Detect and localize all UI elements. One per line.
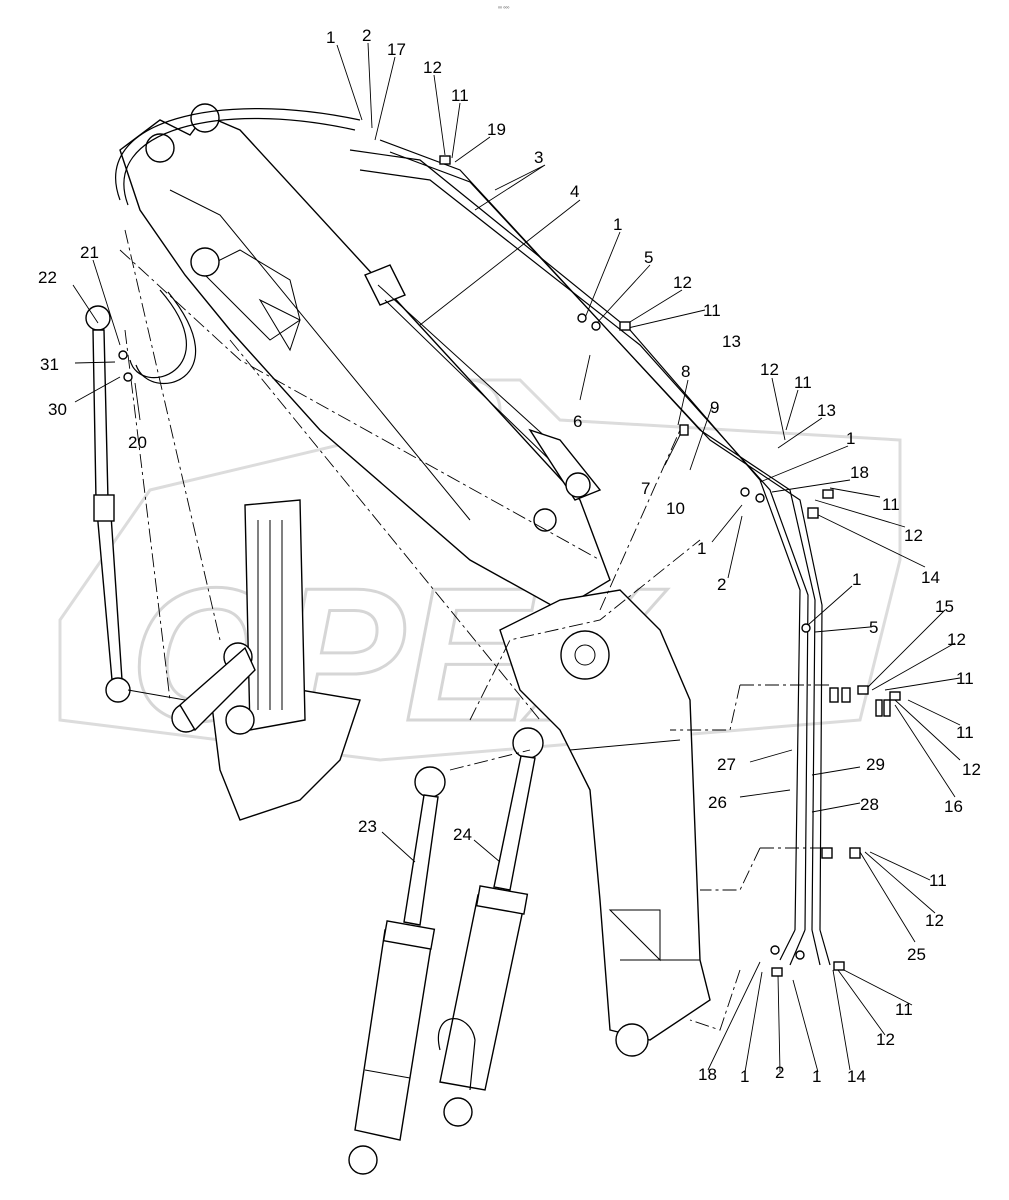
callout: 1	[697, 539, 706, 558]
callout: 1	[613, 215, 622, 234]
callout: 3	[534, 148, 543, 167]
callout: 12	[423, 58, 442, 77]
callout: 21	[80, 243, 99, 262]
callout: 31	[40, 355, 59, 374]
callout: 27	[717, 755, 736, 774]
callout: 6	[573, 412, 582, 431]
callout: 11	[882, 495, 900, 514]
arm-cylinder	[364, 264, 602, 501]
callout: 12	[947, 630, 966, 649]
callout: 25	[907, 945, 926, 964]
callout: 14	[921, 568, 940, 587]
boom-cylinder-24	[437, 727, 544, 1127]
callout: 7	[641, 479, 650, 498]
callout: 1	[326, 28, 335, 47]
callout: 11	[956, 669, 974, 688]
callout: 20	[128, 433, 147, 452]
callout: 12	[760, 360, 779, 379]
boom	[499, 589, 711, 1057]
callout: 19	[487, 120, 506, 139]
callout: 12	[673, 273, 692, 292]
callout: 1	[846, 429, 855, 448]
center-lines	[119, 229, 830, 1031]
callout: 18	[850, 463, 869, 482]
callout: 4	[570, 182, 579, 201]
callout: 29	[866, 755, 885, 774]
callout: 26	[708, 793, 727, 812]
callout: 13	[817, 401, 836, 420]
callout: 17	[387, 40, 406, 59]
callout: 1	[812, 1067, 821, 1086]
callout: 13	[722, 332, 741, 351]
callout: 11	[956, 723, 974, 742]
callout: 15	[935, 597, 954, 616]
bucket-linkage	[171, 499, 361, 821]
callout: 1	[852, 570, 861, 589]
callout: 9	[710, 398, 719, 417]
callout: 2	[717, 575, 726, 594]
callout: 2	[775, 1063, 784, 1082]
callout: 22	[38, 268, 57, 287]
callout: 8	[681, 362, 690, 381]
callout: 2	[362, 26, 371, 45]
arm	[119, 103, 611, 611]
callout: 14	[847, 1067, 866, 1086]
boom-cylinder-23	[348, 766, 446, 1175]
callout: 12	[904, 526, 923, 545]
callout: 5	[869, 618, 878, 637]
callout: 28	[860, 795, 879, 814]
callout: 5	[644, 248, 653, 267]
callout: 23	[358, 817, 377, 836]
callout: 1	[740, 1067, 749, 1086]
callout: 11	[794, 373, 812, 392]
callout: 16	[944, 797, 963, 816]
callout: 11	[451, 86, 469, 105]
callout: 30	[48, 400, 67, 419]
callout: 10	[666, 499, 685, 518]
callout: 11	[703, 301, 721, 320]
leader-lines	[72, 42, 961, 1073]
callout: 11	[929, 871, 947, 890]
bucket-cylinder	[85, 305, 186, 703]
callout: 12	[876, 1030, 895, 1049]
fittings	[118, 155, 901, 977]
hydraulic-hoses	[115, 107, 831, 966]
callout: 12	[925, 911, 944, 930]
header-mark: ⁰⁰ ⁰⁰⁰	[498, 6, 509, 12]
callout: 11	[895, 1000, 913, 1019]
callout: 24	[453, 825, 472, 844]
callout: 18	[698, 1065, 717, 1084]
callout: 12	[962, 760, 981, 779]
callouts: 1 2 17 12 11 19 3 4 1 5 12 11 13 22 21 3…	[38, 26, 981, 1086]
